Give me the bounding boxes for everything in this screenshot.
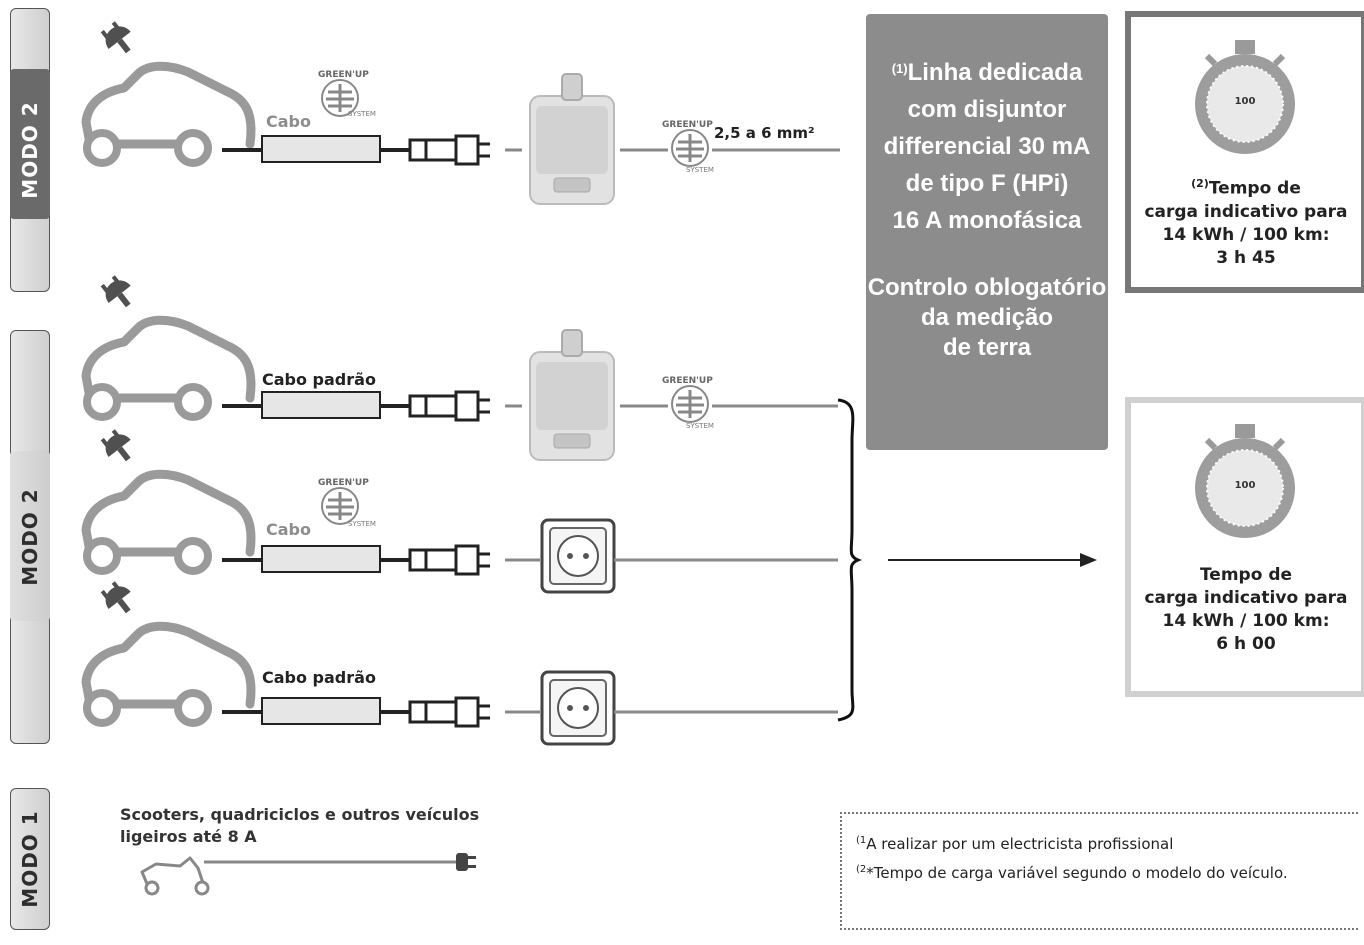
badge-3-subtext: SYSTEM bbox=[686, 422, 714, 430]
badge-4-text: GREEN'UP bbox=[318, 478, 369, 488]
badge-1-text: GREEN'UP bbox=[318, 70, 369, 80]
timer-fast-line-2: carga indicativo para bbox=[1144, 201, 1348, 222]
info-line-2: com disjuntor bbox=[907, 96, 1067, 123]
cable-label-row4: Cabo padrão bbox=[262, 668, 376, 687]
timer-slow-line-2: carga indicativo para bbox=[1144, 588, 1348, 608]
timer-fast-line-3: 14 kWh / 100 km: bbox=[1162, 224, 1330, 245]
cable-label-row2: Cabo padrão bbox=[262, 370, 376, 389]
badge-2-text: GREEN'UP bbox=[662, 120, 713, 130]
mode1-line-2: ligeiros até 8 A bbox=[120, 827, 257, 846]
footnote-2: (2*Tempo de carga variável segundo o mod… bbox=[856, 864, 1288, 882]
badge-1-subtext: SYSTEM bbox=[348, 110, 376, 118]
wire-label-row1: 2,5 a 6 mm² bbox=[714, 124, 815, 142]
badge-3-text: GREEN'UP bbox=[662, 376, 713, 386]
timer-fast-dial-value: 100 bbox=[1234, 96, 1256, 107]
info-line-1: (1)Linha dedicada bbox=[891, 59, 1083, 86]
cable-label-row1: Cabo bbox=[266, 112, 311, 131]
info-line-7: da medição bbox=[920, 304, 1054, 331]
mode-tab-bottom: MODO 1 bbox=[10, 788, 50, 930]
info-line-6: Controlo oblogatório bbox=[867, 274, 1107, 301]
timer-slow-dial-value: 100 bbox=[1234, 480, 1256, 491]
info-line-3: differencial 30 mA bbox=[883, 133, 1091, 160]
timer-slow-line-3: 14 kWh / 100 km: bbox=[1162, 611, 1330, 631]
footnotes-box: (1A realizar por um electricista profiss… bbox=[840, 812, 1358, 930]
installation-info-box: (1)Linha dedicada com disjuntor differen… bbox=[866, 14, 1108, 450]
timer-slow-line-4: 6 h 00 bbox=[1216, 634, 1276, 654]
timer-fast-line-1: (2)Tempo de bbox=[1191, 177, 1301, 199]
timer-slow-text: Tempo de carga indicativo para 14 kWh / … bbox=[1131, 564, 1361, 656]
cable-label-row3: Cabo bbox=[266, 520, 311, 539]
footnote-1: (1A realizar por um electricista profiss… bbox=[856, 835, 1174, 853]
info-line-8: de terra bbox=[942, 334, 1032, 361]
mode-tab-top: MODO 2 bbox=[10, 8, 50, 292]
timer-fast-line-4: 3 h 45 bbox=[1216, 247, 1276, 268]
badge-4-subtext: SYSTEM bbox=[348, 520, 376, 528]
info-line-5: 16 A monofásica bbox=[892, 207, 1082, 234]
mode1-description: Scooters, quadriciclos e outros veículos… bbox=[120, 804, 479, 848]
badge-2-subtext: SYSTEM bbox=[686, 166, 714, 174]
timer-fast-text: (2)Tempo de carga indicativo para 14 kWh… bbox=[1131, 172, 1361, 270]
timer-slow-line-1: Tempo de bbox=[1199, 565, 1293, 585]
mode-tab-middle: MODO 2 bbox=[10, 330, 50, 744]
mode1-line-1: Scooters, quadriciclos e outros veículos bbox=[120, 805, 480, 824]
info-line-4: de tipo F (HPi) bbox=[905, 170, 1069, 197]
